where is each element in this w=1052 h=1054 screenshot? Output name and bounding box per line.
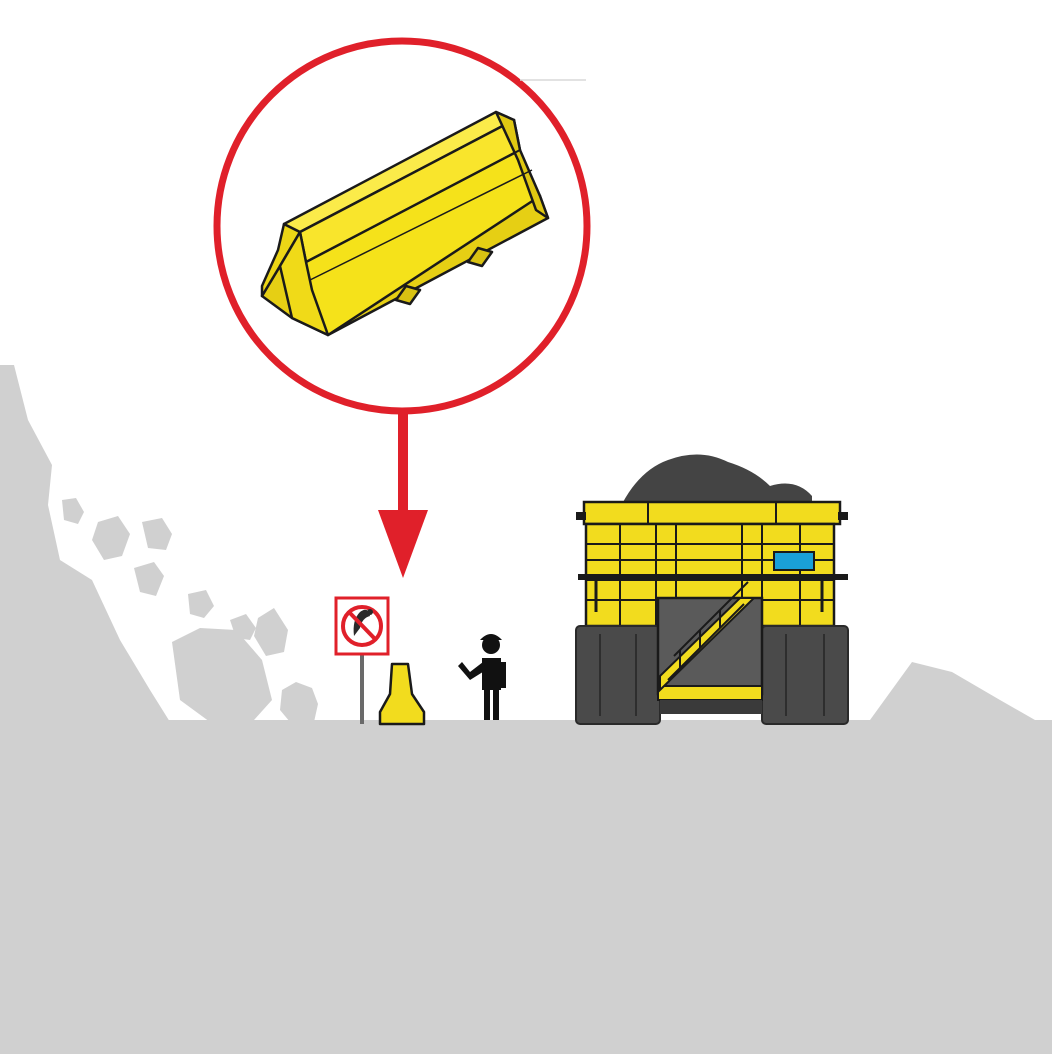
pit-wall [0,365,170,722]
down-arrow-icon [378,410,428,578]
ground [0,662,1052,1054]
no-pedestrian-sign-icon [334,596,390,724]
barrier-end-view-icon [378,662,426,726]
worker-icon [458,634,506,720]
magnified-barrier-icon [260,110,550,337]
haul-truck-icon [575,454,849,725]
falling-rocks [62,498,318,722]
